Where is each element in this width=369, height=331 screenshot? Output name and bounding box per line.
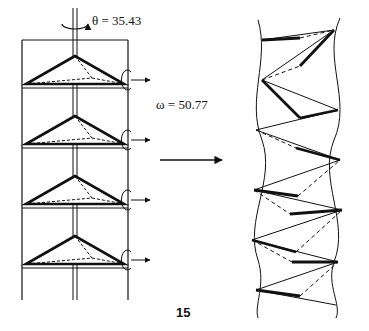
tetrahedra-helix — [252, 18, 342, 318]
rotation-arrow — [62, 24, 88, 29]
column-top — [22, 40, 128, 41]
column-side — [21, 40, 22, 300]
triangle-column — [22, 8, 150, 300]
triangle-layer — [22, 56, 150, 90]
triangle-layer — [22, 176, 150, 210]
triangle-layer — [22, 236, 150, 270]
column-side — [127, 40, 128, 300]
triangle-layer — [22, 116, 150, 150]
transform-arrow — [160, 159, 222, 160]
figure-number: 15 — [176, 306, 190, 320]
angle-label: ω = 50.77 — [156, 98, 208, 112]
angle-label: θ = 35.43 — [92, 14, 141, 28]
